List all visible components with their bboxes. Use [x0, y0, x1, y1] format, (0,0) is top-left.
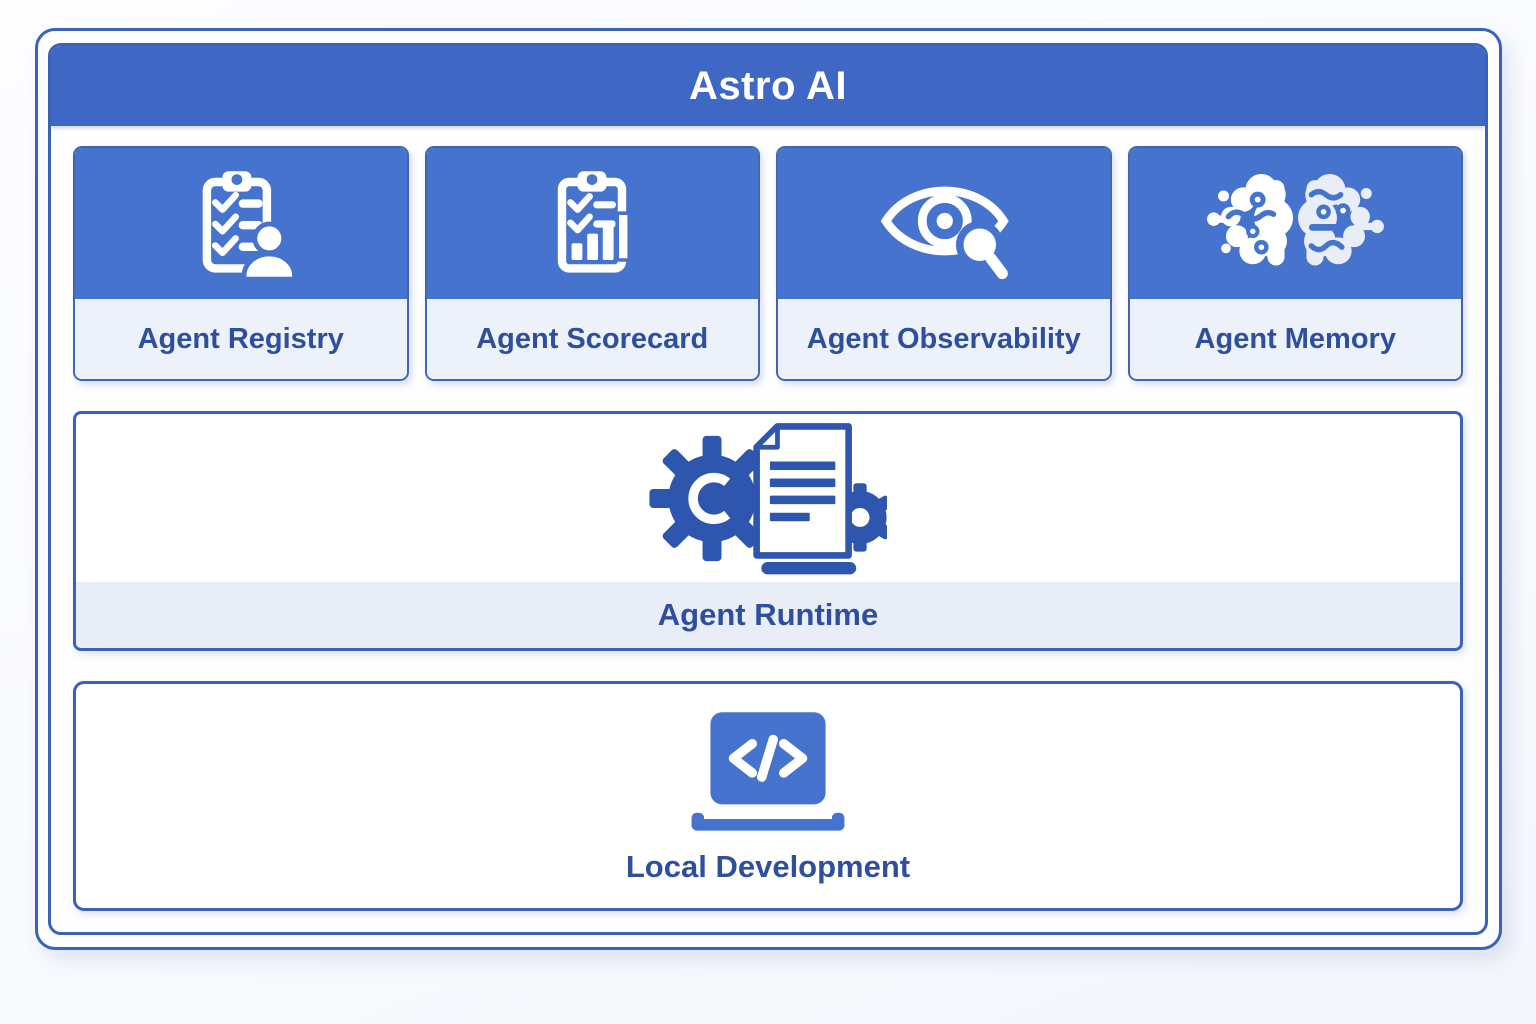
- card-label: Agent Memory: [1129, 299, 1461, 379]
- laptop-code-icon: [679, 708, 857, 839]
- card-label: Agent Scorecard: [426, 299, 758, 379]
- runtime-label-band: Agent Runtime: [76, 582, 1460, 648]
- card-agent-memory: Agent Memory: [1127, 146, 1463, 381]
- diagram-frame: Astro AI: [48, 43, 1488, 935]
- diagram-content: Agent Registry: [51, 126, 1485, 932]
- card-agent-scorecard: Agent Scorecard: [424, 146, 760, 381]
- local-dev-label: Local Development: [625, 848, 911, 884]
- card-agent-observability: Agent Observability: [776, 146, 1112, 381]
- runtime-label: Agent Runtime: [657, 597, 879, 632]
- card-label: Agent Registry: [75, 299, 407, 379]
- card-agent-registry: Agent Registry: [73, 146, 409, 381]
- card-label: Agent Observability: [778, 299, 1110, 379]
- clipboard-checklist-user-icon: [173, 164, 308, 284]
- feature-cards-row: Agent Registry: [73, 146, 1463, 381]
- eye-magnifier-icon: [871, 161, 1016, 286]
- header-bar: Astro AI: [51, 46, 1485, 126]
- brain-circuit-icon: [1203, 163, 1388, 285]
- gear-document-icon: [649, 415, 887, 581]
- runtime-panel: Agent Runtime: [73, 411, 1463, 651]
- outer-frame: Astro AI: [35, 28, 1502, 950]
- clipboard-chart-icon: [531, 164, 653, 284]
- app-title: Astro AI: [688, 63, 848, 108]
- local-dev-panel: Local Development: [73, 681, 1463, 911]
